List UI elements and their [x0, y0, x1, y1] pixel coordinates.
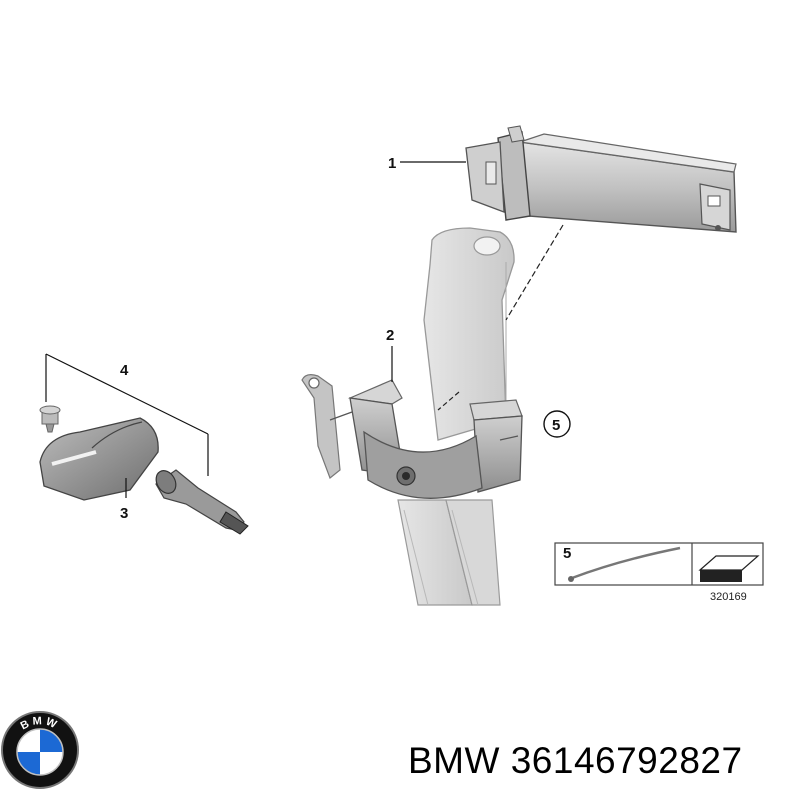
callout-5-circle [543, 410, 571, 438]
callout-2: 2 [386, 327, 394, 344]
diagram-id: 320169 [710, 591, 747, 603]
callout-5: 5 [552, 417, 560, 434]
legend-box [554, 542, 764, 586]
logo-text: BMW [19, 715, 58, 732]
holder-clamp [301, 374, 523, 499]
wheel-sensor-group [39, 405, 249, 535]
callout-1: 1 [388, 155, 396, 172]
assembly-lines [437, 224, 564, 411]
tpms-receiver-module [465, 125, 737, 233]
callout-4: 4 [120, 362, 129, 379]
callout-3: 3 [120, 505, 128, 522]
svg-text:BMW: BMW [19, 715, 61, 732]
leader-lines [45, 161, 466, 498]
bmw-logo: BMW [1, 711, 79, 789]
bracket-strip [397, 499, 501, 606]
part-number: 36146792827 [510, 740, 743, 781]
cable-tie-graphic [571, 546, 681, 580]
part-number-caption: BMW 36146792827 [408, 740, 743, 782]
mounting-bracket [423, 227, 515, 441]
brand-name: BMW [408, 740, 500, 781]
legend-number: 5 [563, 545, 571, 562]
